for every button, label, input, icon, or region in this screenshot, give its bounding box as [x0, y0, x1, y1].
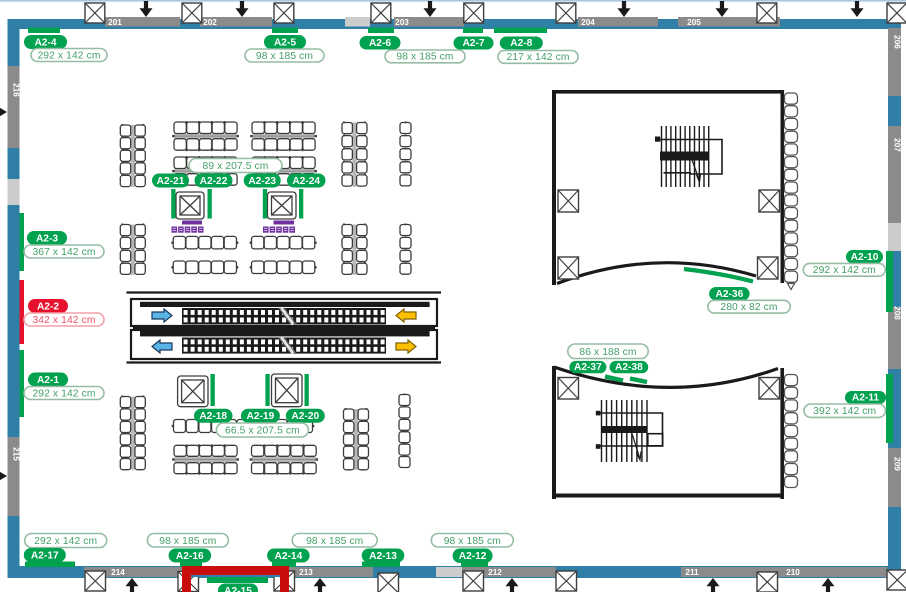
svg-text:A2-11: A2-11	[852, 393, 880, 404]
svg-text:A2-12: A2-12	[459, 551, 487, 562]
svg-text:A2-38: A2-38	[615, 362, 643, 373]
svg-text:89 x 207.5 cm: 89 x 207.5 cm	[203, 161, 269, 172]
svg-text:A2-16: A2-16	[176, 551, 204, 562]
svg-text:201: 201	[108, 18, 122, 27]
svg-text:98 x 185 cm: 98 x 185 cm	[396, 52, 453, 63]
svg-text:205: 205	[687, 18, 701, 27]
svg-text:A2-3: A2-3	[36, 233, 58, 244]
svg-text:292 x 142 cm: 292 x 142 cm	[813, 265, 876, 276]
svg-text:66.5 x 207.5 cm: 66.5 x 207.5 cm	[225, 426, 300, 437]
svg-text:A2-10: A2-10	[851, 252, 879, 263]
svg-text:204: 204	[581, 18, 595, 27]
svg-text:215: 215	[12, 447, 21, 461]
svg-text:A2-5: A2-5	[274, 37, 296, 48]
svg-text:210: 210	[786, 568, 800, 577]
svg-text:98 x 185 cm: 98 x 185 cm	[256, 51, 313, 62]
svg-text:A2-13: A2-13	[369, 551, 397, 562]
svg-text:202: 202	[203, 18, 217, 27]
svg-text:A2-19: A2-19	[247, 411, 275, 422]
svg-text:A2-6: A2-6	[369, 38, 391, 49]
svg-text:98 x 185 cm: 98 x 185 cm	[444, 536, 501, 547]
svg-text:A2-21: A2-21	[157, 176, 185, 187]
svg-text:392 x 142 cm: 392 x 142 cm	[813, 406, 876, 417]
svg-text:A2-23: A2-23	[248, 176, 276, 187]
svg-text:367 x 142 cm: 367 x 142 cm	[32, 247, 95, 258]
svg-text:A2-8: A2-8	[510, 38, 532, 49]
svg-text:214: 214	[111, 568, 125, 577]
svg-text:209: 209	[893, 457, 902, 471]
svg-text:A2-20: A2-20	[291, 411, 319, 422]
svg-text:86 x 188 cm: 86 x 188 cm	[579, 347, 636, 358]
svg-text:217 x 142 cm: 217 x 142 cm	[506, 52, 569, 63]
svg-text:98 x 185 cm: 98 x 185 cm	[306, 536, 363, 547]
svg-text:216: 216	[12, 83, 21, 97]
svg-text:211: 211	[685, 568, 699, 577]
svg-text:A2-1: A2-1	[37, 375, 59, 386]
svg-text:A2-15: A2-15	[224, 586, 252, 592]
svg-text:A2-22: A2-22	[200, 176, 228, 187]
svg-text:342 x 142 cm: 342 x 142 cm	[32, 315, 95, 326]
svg-text:A2-17: A2-17	[31, 550, 59, 561]
svg-text:280 x 82 cm: 280 x 82 cm	[720, 302, 777, 313]
svg-text:A2-24: A2-24	[292, 176, 320, 187]
svg-text:292 x 142 cm: 292 x 142 cm	[34, 536, 97, 547]
svg-text:208: 208	[893, 306, 902, 320]
svg-text:A2-7: A2-7	[462, 38, 484, 49]
svg-text:212: 212	[488, 568, 502, 577]
svg-text:A2-37: A2-37	[574, 362, 602, 373]
svg-text:292 x 142 cm: 292 x 142 cm	[37, 50, 100, 61]
svg-text:207: 207	[893, 138, 902, 152]
svg-text:98 x 185 cm: 98 x 185 cm	[159, 536, 216, 547]
svg-text:292 x 142 cm: 292 x 142 cm	[32, 388, 95, 399]
svg-text:A2-36: A2-36	[716, 289, 744, 300]
svg-text:A2-18: A2-18	[199, 411, 227, 422]
svg-text:213: 213	[299, 568, 313, 577]
svg-text:A2-2: A2-2	[37, 301, 59, 312]
svg-text:A2-4: A2-4	[34, 37, 56, 48]
svg-text:203: 203	[395, 18, 409, 27]
svg-text:A2-14: A2-14	[275, 551, 303, 562]
svg-text:206: 206	[893, 35, 902, 49]
